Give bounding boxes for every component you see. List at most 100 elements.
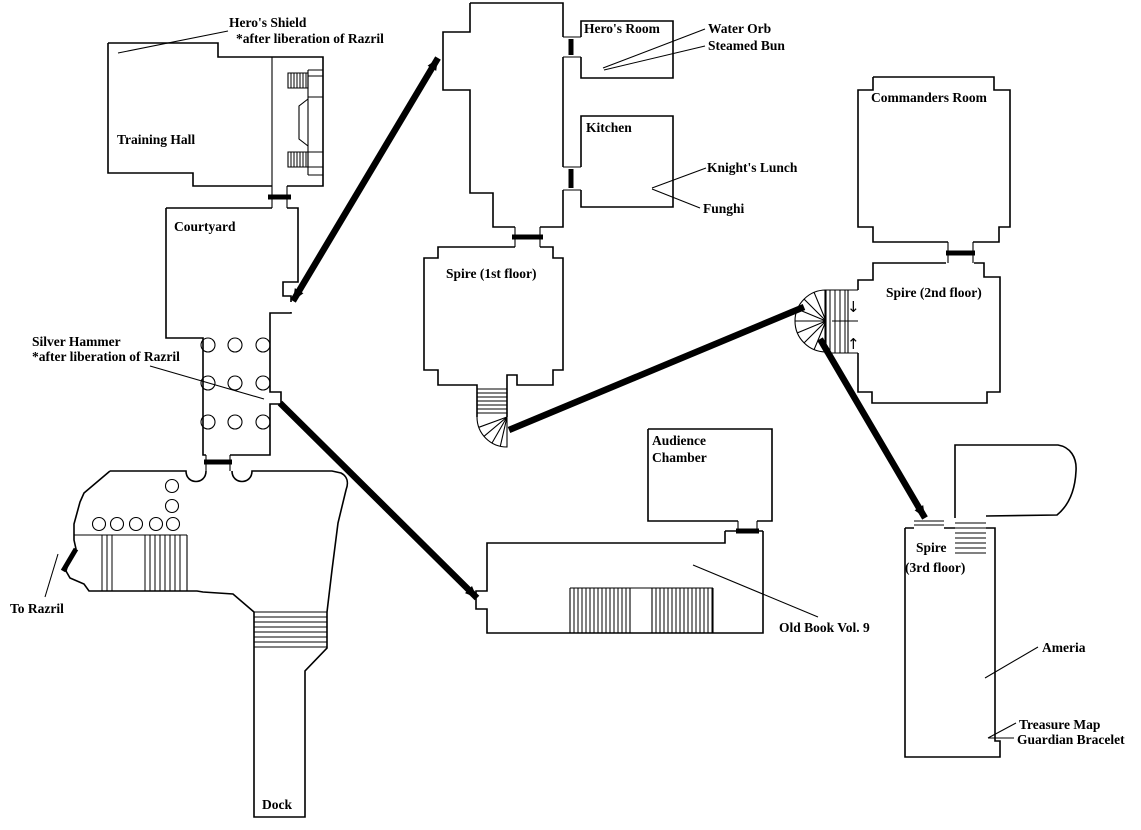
passage-spire1-to-spire2 [507, 304, 806, 433]
pointer-to-razril [44, 553, 59, 598]
hall-stairs-hatch-left [573, 588, 627, 633]
stairs-up-arrow: ↑ [847, 335, 860, 353]
pillar [109, 516, 125, 532]
room-label-audience-line2: Chamber [652, 450, 707, 465]
balcony-walls [954, 444, 1077, 518]
pillar [255, 375, 271, 391]
corridor-walls [442, 2, 564, 228]
passage-corridor-to-courtyard [290, 56, 441, 303]
pointer-ameria [984, 646, 1039, 679]
stairs-down-arrow: ↓ [847, 298, 860, 316]
training-hall-bench-top-outline [287, 72, 309, 89]
training-hall [107, 42, 324, 208]
corridor-door-jambs [514, 36, 581, 247]
hall-stairs-frame [569, 587, 714, 633]
spire-1st-floor [423, 246, 564, 448]
room-label-kitchen: Kitchen [586, 120, 632, 135]
label-ameria: Ameria [1042, 640, 1086, 655]
spire3-landing-hatch [914, 520, 944, 526]
spire1-spiral-stairs [476, 416, 508, 448]
label-treasure-map: Treasure Map [1019, 717, 1100, 732]
room-label-spire2: Spire (2nd floor) [886, 285, 982, 300]
training-hall-bench-top-hatch [290, 73, 307, 88]
heros-room-walls [580, 20, 674, 79]
room-label-spire1: Spire (1st floor) [446, 266, 537, 281]
spire2-stair-hatch [829, 290, 846, 353]
entrance-stair-landing-line [74, 534, 188, 591]
label-heros-shield: Hero's Shield [229, 15, 307, 30]
courtyard-pillars [200, 337, 271, 430]
label-heros-shield-note: *after liberation of Razril [236, 31, 384, 46]
pillar [200, 414, 216, 430]
pillar [148, 516, 164, 532]
pillar [128, 516, 144, 532]
pillar [164, 478, 180, 494]
north-corridor [442, 2, 581, 247]
spire3-landing-block [914, 517, 944, 529]
arrowhead [427, 58, 438, 71]
arrowhead [293, 288, 304, 301]
pillar [200, 375, 216, 391]
arrowhead [465, 586, 477, 598]
passage-connections [277, 56, 928, 601]
training-hall-stand-ledges [307, 69, 323, 176]
pointer-steamed-bun [603, 45, 706, 71]
courtyard-walls [165, 207, 299, 456]
label-guardian-bracelet: Guardian Bracelet [1017, 732, 1125, 747]
pointer-silver-hammer [149, 365, 265, 400]
callout-pointers [44, 28, 1039, 739]
dock-stairs-hatch [254, 616, 327, 648]
audience-chamber-and-hall [475, 428, 773, 634]
pointer-funghi [651, 188, 701, 209]
pointer-knights-lunch [651, 167, 707, 189]
pillar [200, 337, 216, 353]
entrance-stairs-hatch-left [101, 535, 113, 591]
label-old-book: Old Book Vol. 9 [779, 620, 870, 635]
pillar [227, 414, 243, 430]
pointer-old-book [692, 564, 819, 618]
label-steamed-bun: Steamed Bun [708, 38, 785, 53]
spire-3rd-floor [904, 444, 1077, 758]
labels: Hero's Shield *after liberation of Razri… [10, 15, 1125, 812]
hall-stairs-hatch-right [655, 588, 713, 633]
spire3-stairs-hatch [955, 522, 986, 554]
pillar [227, 375, 243, 391]
label-knights-lunch: Knight's Lunch [707, 160, 798, 175]
room-label-audience-line1: Audience [652, 433, 706, 448]
room-label-courtyard: Courtyard [174, 219, 236, 234]
pointer-heros-shield [117, 30, 229, 54]
pointer-treasure-map [987, 722, 1017, 739]
spire3-walls [904, 527, 1001, 758]
spire1-stair-shaft-hatch [477, 388, 507, 414]
training-hall-bench-bottom-hatch [290, 152, 307, 167]
room-label-dock: Dock [262, 797, 292, 812]
pillar [91, 516, 107, 532]
label-silver-hammer-note: *after liberation of Razril [32, 349, 180, 364]
room-label-spire3-line2: (3rd floor) [905, 560, 965, 575]
label-funghi: Funghi [703, 201, 745, 216]
courtyard [165, 207, 299, 471]
training-hall-walls [107, 42, 324, 187]
pillar [227, 337, 243, 353]
spire-2nd-floor: ↓ ↑ [794, 262, 1001, 404]
entrance-stairs-hatch-right [144, 535, 181, 591]
entrance-hall-walls [65, 470, 349, 818]
room-label-training-hall: Training Hall [117, 132, 195, 147]
pillar [165, 516, 181, 532]
label-silver-hammer: Silver Hammer [32, 334, 121, 349]
pillar [164, 498, 180, 514]
room-label-commanders: Commanders Room [871, 90, 988, 105]
passage-courtyard-to-hall [277, 400, 480, 601]
spire2-spiral-stairs [794, 289, 827, 353]
entrance-hall-pillars [91, 478, 181, 532]
kitchen-walls [580, 115, 674, 208]
label-water-orb: Water Orb [708, 21, 771, 36]
label-to-razril: To Razril [10, 601, 64, 616]
training-hall-arena-bay [298, 98, 309, 147]
training-hall-bench-bottom-outline [287, 151, 309, 168]
entrance-hall-and-dock [60, 470, 349, 818]
door-connectors [204, 39, 975, 534]
pillar [255, 337, 271, 353]
